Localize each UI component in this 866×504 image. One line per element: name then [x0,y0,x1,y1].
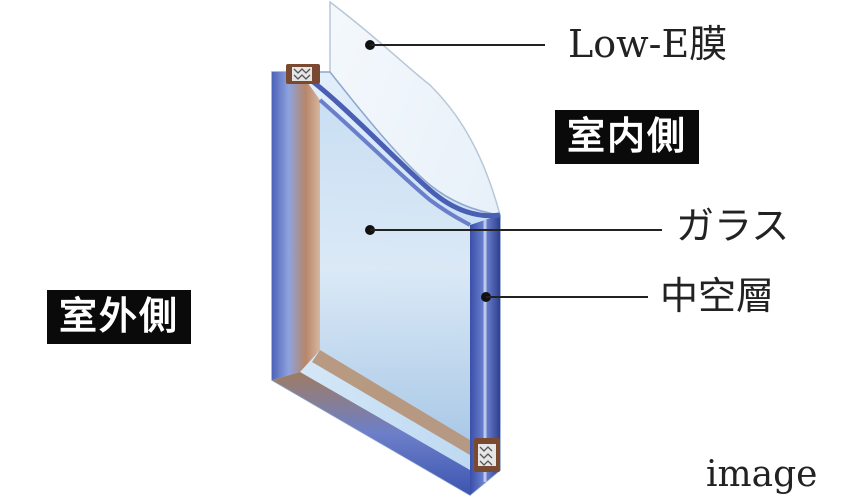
hollow-layer-label: 中空層 [660,274,775,318]
pane-wave-outer [298,69,501,219]
low-e-label: Low-E膜 [568,22,728,66]
frame-bottom-edge [272,372,470,495]
leader-hollow-layer [481,292,648,302]
pane-wave-inner [318,98,472,227]
spacer-top [286,64,320,84]
glass-label: ガラス [676,204,790,248]
leader-low-e [365,40,545,50]
frame-left-edge [272,72,320,380]
frame-inner-bottom [312,350,470,455]
image-note: image [706,454,818,495]
leader-glass [365,225,662,235]
indoor-side-label: 室内側 [555,110,700,164]
front-glass-face [320,100,470,440]
spacer-bottom [474,438,500,472]
outdoor-side-label: 室外側 [47,290,192,344]
